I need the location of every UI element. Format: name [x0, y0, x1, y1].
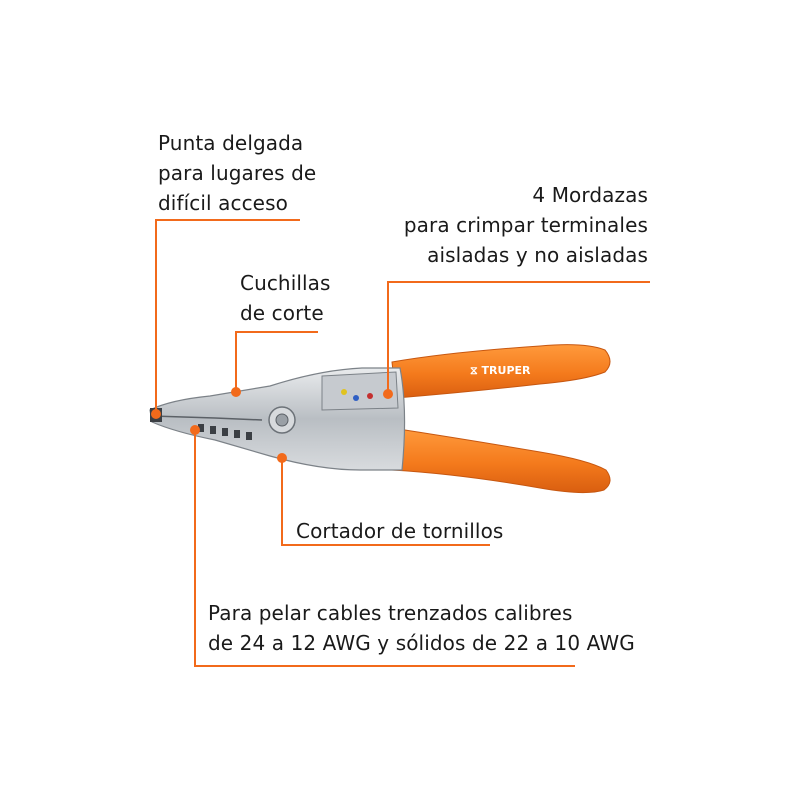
callout-tip-line: difícil acceso	[158, 191, 288, 215]
callout-blades-line: Cuchillas	[240, 271, 331, 295]
dot-blades	[231, 387, 241, 397]
leader-tip	[155, 219, 300, 412]
callout-tip-line: Punta delgada	[158, 131, 304, 155]
callout-strip-line: de 24 a 12 AWG y sólidos de 22 a 10 AWG	[208, 631, 635, 655]
dot-tip	[151, 409, 161, 419]
leader-jaws	[387, 281, 650, 392]
callout-bolt-line: Cortador de tornillos	[296, 519, 504, 543]
callout-tip-line: para lugares de	[158, 161, 317, 185]
dot-bolt	[277, 453, 287, 463]
dot-strip	[190, 425, 200, 435]
leader-bolt	[281, 460, 490, 546]
leader-strip	[194, 432, 575, 667]
callout-strip: Para pelar cables trenzados calibres de …	[208, 598, 635, 658]
callout-blades: Cuchillas de corte	[240, 268, 331, 328]
upper-handle	[391, 344, 611, 399]
lower-handle	[391, 427, 611, 494]
callout-strip-line: Para pelar cables trenzados calibres	[208, 601, 573, 625]
callout-bolt: Cortador de tornillos	[296, 516, 503, 546]
dot-jaws	[383, 389, 393, 399]
callout-jaws-line: para crimpar terminales	[403, 213, 648, 237]
callout-blades-line: de corte	[240, 301, 324, 325]
leader-blades	[235, 331, 318, 390]
callout-jaws-line: 4 Mordazas	[532, 183, 648, 207]
callout-jaws: 4 Mordazas para crimpar terminales aisla…	[404, 180, 648, 270]
brand-logo: ⧖ TRUPER	[470, 364, 531, 377]
callout-tip: Punta delgada para lugares de difícil ac…	[158, 128, 316, 218]
callout-jaws-line: aisladas y no aisladas	[427, 243, 648, 267]
stripping-notches	[198, 424, 252, 440]
